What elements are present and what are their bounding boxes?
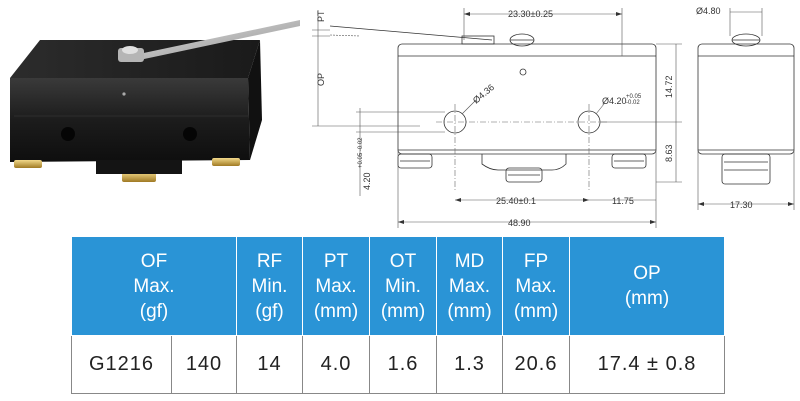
header-pt: PT Max. (mm) — [302, 236, 370, 336]
header-of: OF Max. (gf) — [71, 236, 237, 336]
dim-op-label: OP — [316, 73, 326, 86]
terminal-left — [14, 160, 42, 168]
dim-hole-right: Ø4.20 — [602, 96, 627, 106]
table-header-row: OF Max. (gf) RF Min. (gf) PT Max. (mm) O… — [71, 236, 725, 336]
terminal-middle — [122, 172, 156, 182]
cell-pt: 4.0 — [302, 335, 370, 394]
header-op: OP (mm) — [569, 236, 725, 336]
dim-height: 14.72 — [664, 75, 674, 98]
dim-hole-right-tol-dn: -0.02 — [626, 100, 640, 106]
technical-drawing: 23.30±0.25 PT OP 4.20 +0.05 -0.02 Ø4.36 … — [312, 6, 795, 228]
mounting-hole-right — [183, 127, 197, 141]
spec-table: OF Max. (gf) RF Min. (gf) PT Max. (mm) O… — [71, 236, 725, 394]
side-view-body — [697, 43, 795, 155]
header-ot: OT Min. (mm) — [369, 236, 437, 336]
dim-hole-right-tol-up: +0.05 — [626, 94, 642, 100]
header-rf: RF Min. (gf) — [236, 236, 303, 336]
dim-left-vertical-tol: +0.05 -0.02 — [358, 137, 364, 168]
header-fp: FP Max. (mm) — [502, 236, 570, 336]
dim-bottom-right: 11.75 — [612, 196, 634, 206]
cell-op: 17.4 ± 0.8 — [569, 335, 725, 394]
terminal-right — [212, 158, 240, 166]
cell-fp: 20.6 — [502, 335, 570, 394]
dim-height-lower: 8.63 — [664, 144, 674, 162]
dim-top-pin: Ø4.80 — [696, 6, 721, 16]
dim-left-vertical: 4.20 — [362, 172, 372, 190]
dim-pt-label: PT — [316, 10, 326, 22]
dim-overall-width: 48.90 — [508, 218, 531, 228]
dim-side-width: 17.30 — [730, 200, 753, 210]
cell-of: 140 — [171, 335, 237, 394]
dim-spacing-top: 23.30±0.25 — [508, 9, 553, 19]
switch-side — [248, 40, 262, 160]
lever-arm — [120, 20, 300, 62]
dim-hole-left: Ø4.36 — [471, 82, 496, 105]
header-md: MD Max. (mm) — [436, 236, 503, 336]
cell-md: 1.3 — [436, 335, 503, 394]
cell-model: G1216 — [71, 335, 172, 394]
table-row: G1216 140 14 4.0 1.6 1.3 20.6 17.4 ± 0.8 — [71, 335, 725, 394]
cell-ot: 1.6 — [369, 335, 437, 394]
product-photo — [10, 20, 300, 182]
mounting-hole-left — [61, 127, 75, 141]
cell-rf: 14 — [236, 335, 303, 394]
dim-bottom-span: 25.40±0.1 — [496, 196, 536, 206]
front-view-body — [397, 43, 657, 155]
